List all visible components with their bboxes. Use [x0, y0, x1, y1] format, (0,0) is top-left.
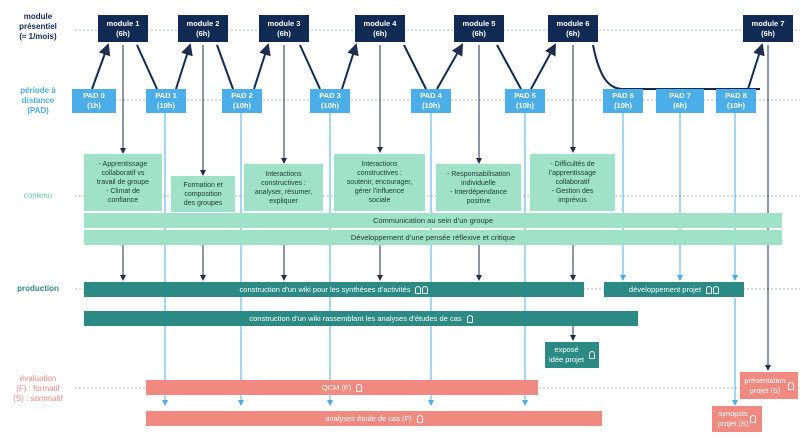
prod-wiki-syntheses: construction d’un wiki pour les synthèse…	[84, 282, 584, 297]
row-label-production: production	[17, 284, 59, 293]
person-icon	[589, 351, 596, 359]
group-icon	[713, 285, 720, 294]
content-3: Interactions constructives : analyser, r…	[244, 164, 323, 211]
group-icon	[415, 285, 422, 294]
content-6: - Difficultés de l’apprentissage collabo…	[530, 154, 615, 211]
module-7: module 7 (6h)	[743, 15, 793, 42]
person-icon	[466, 314, 473, 323]
eval-qcm: QCM (F)	[146, 380, 538, 395]
content-5: - Responsabilisation individuelle - Inte…	[436, 164, 521, 211]
pad-5: PAD 5 (10h)	[505, 89, 545, 113]
pad-3: PAD 3 (10h)	[310, 89, 350, 113]
eval-qcm-label: QCM (F)	[321, 383, 352, 392]
module-1: module 1 (6h)	[98, 15, 148, 42]
pad-8: PAD 8 (10h)	[716, 89, 756, 113]
pad-4: PAD 4 (10h)	[411, 89, 451, 113]
prod-wiki-syntheses-label: construction d’un wiki pour les synthèse…	[239, 285, 411, 294]
pad-0: PAD 0 (1h)	[72, 89, 116, 113]
prod-dev-projet-label: développement projet	[628, 285, 702, 294]
eval-synopsis: synopsis projet (S)	[712, 406, 762, 432]
person-icon	[356, 383, 363, 392]
eval-synopsis-label: synopsis projet (S)	[717, 409, 749, 428]
module-4: module 4 (6h)	[355, 15, 405, 42]
pad-7: PAD 7 (6h)	[656, 89, 704, 113]
group-icon	[750, 415, 757, 423]
group-icon	[787, 381, 794, 390]
pad-2: PAD 2 (10h)	[222, 89, 262, 113]
person-icon	[416, 414, 423, 423]
prod-dev-projet: développement projet	[604, 282, 744, 297]
row-label-contenu: contenu	[23, 191, 53, 200]
band-developpement: Développement d’une pensée réflexive et …	[84, 230, 782, 245]
band-communication: Communication au sein d’un groupe	[84, 213, 782, 228]
row-label-evaluation: évaluation (F) : formatif (S) : sommatif	[13, 374, 63, 403]
pad-1: PAD 1 (10h)	[146, 89, 186, 113]
eval-presentation-label: présentation projet (S)	[744, 375, 786, 395]
prod-wiki-cas-label: construction d’un wiki rassemblant les a…	[249, 314, 462, 323]
row-label-presentiel: module présentiel (≈ 1/mois)	[19, 12, 57, 41]
content-4: Interactions constructives : soutenir, e…	[334, 154, 425, 211]
prod-expose-label: exposé idée projet	[548, 345, 585, 364]
module-6: module 6 (6h)	[548, 15, 598, 42]
eval-analyses-label: analyses étude de cas (F)	[325, 414, 412, 423]
row-label-distance: période à distance (PAD)	[20, 86, 56, 115]
eval-presentation: présentation projet (S)	[740, 372, 798, 399]
module-5: module 5 (6h)	[454, 15, 504, 42]
module-2: module 2 (6h)	[178, 15, 228, 42]
pad-6: PAD 6 (10h)	[603, 89, 643, 113]
prod-expose: exposé idée projet	[545, 342, 599, 368]
group-icon	[706, 285, 713, 294]
group-icon	[422, 285, 429, 294]
content-1: - Apprentissage collaboratif vs travail …	[84, 154, 162, 211]
eval-analyses: analyses étude de cas (F)	[146, 411, 602, 426]
module-3: module 3 (6h)	[259, 15, 309, 42]
prod-wiki-cas: construction d’un wiki rassemblant les a…	[84, 311, 638, 326]
content-2: Formation et composition des groupes	[171, 176, 235, 212]
